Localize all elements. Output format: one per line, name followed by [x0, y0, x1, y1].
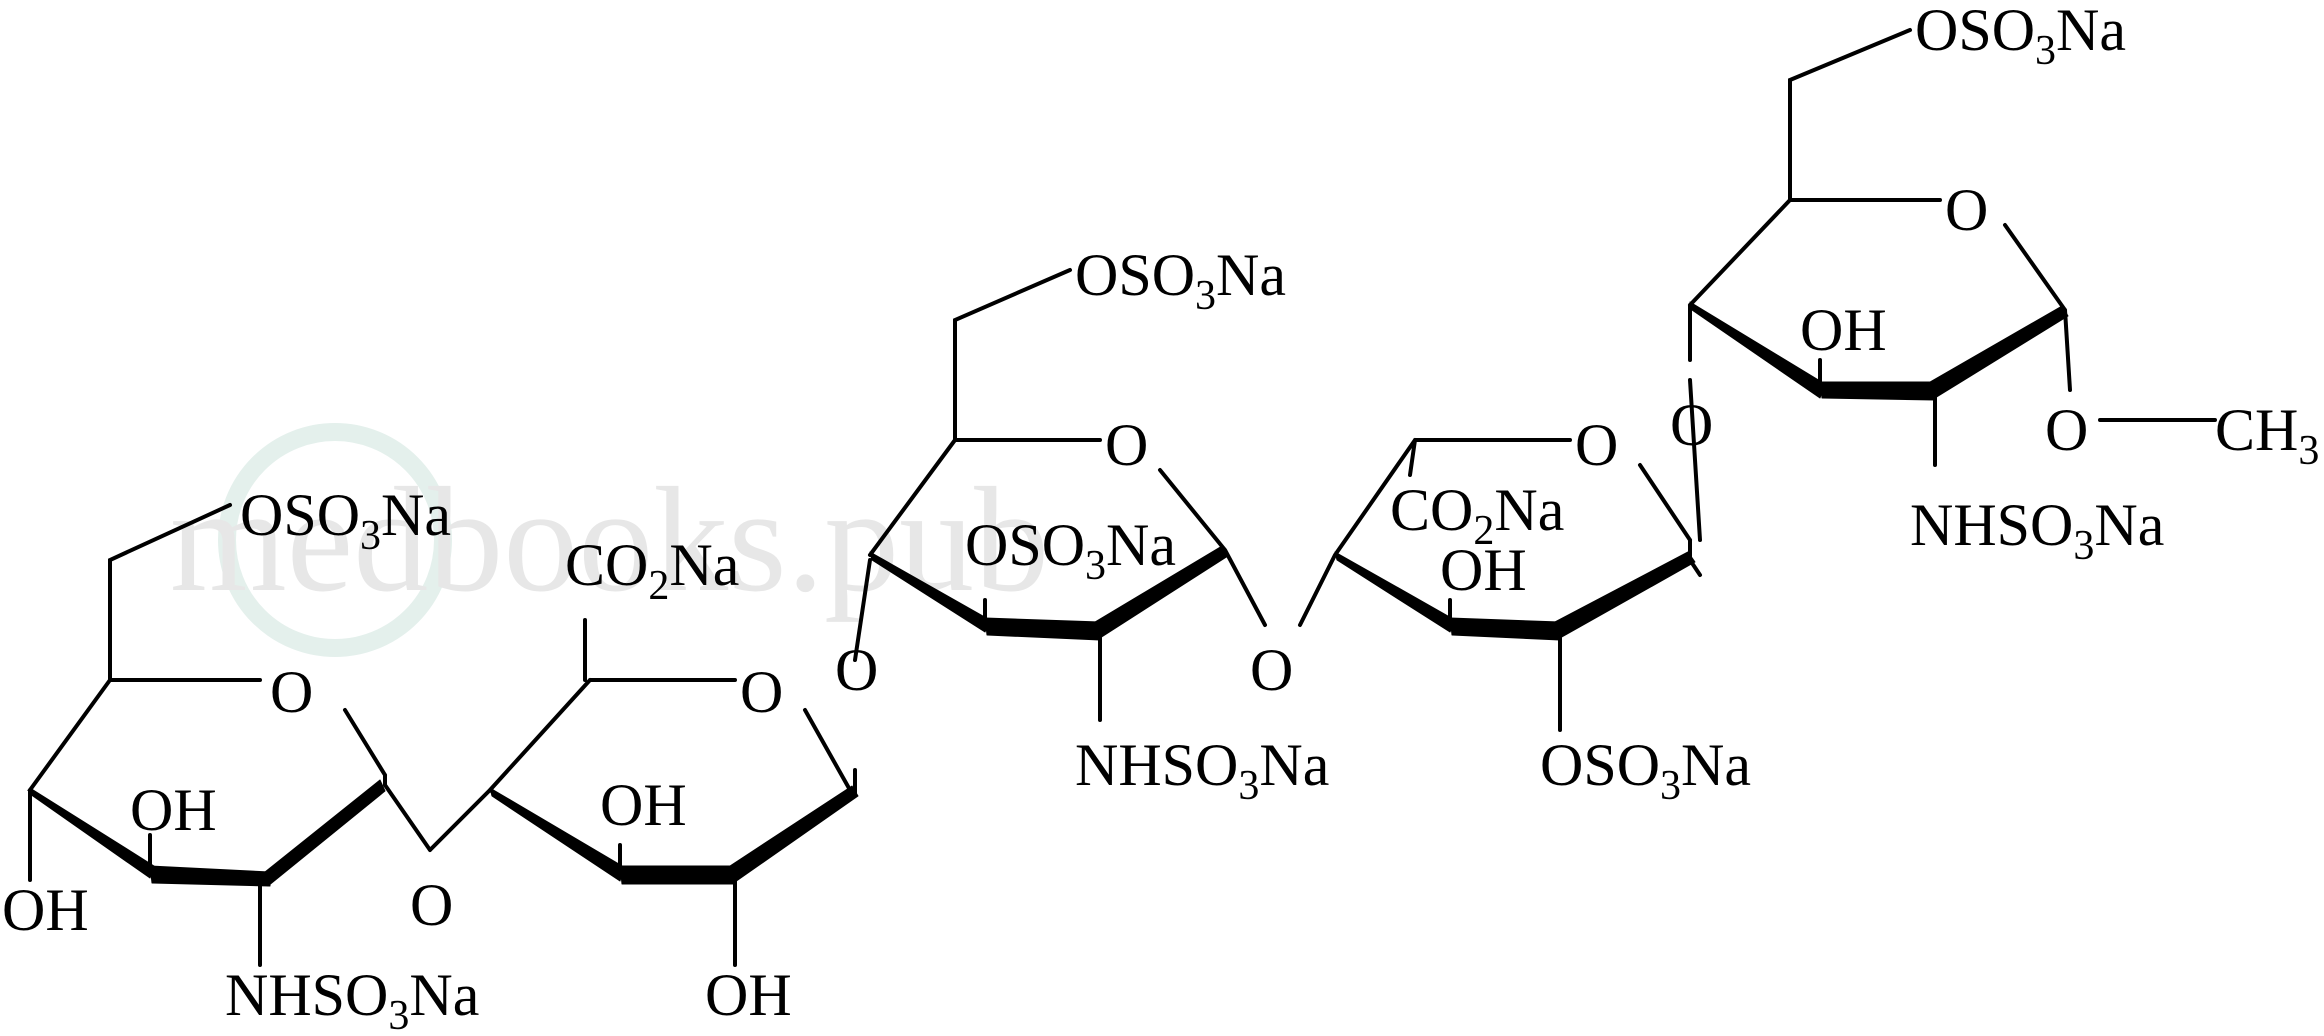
ring-5 — [1688, 28, 2217, 467]
ring-2-link-o — [853, 558, 872, 797]
ring-5-wedge-left — [1689, 301, 1826, 399]
r1-nhso3na: NHSO3Na — [225, 962, 479, 1036]
ring-2-wedge-left — [489, 787, 625, 882]
r1-ring-oxygen: O — [270, 659, 313, 725]
watermark-logo-icon — [218, 423, 452, 657]
r2-oh-c2: OH — [705, 962, 792, 1028]
r3-oso3na-c3: OSO3Na — [965, 512, 1176, 589]
ring-5-wedge-right — [1929, 305, 2069, 399]
r2-oh-c3: OH — [600, 772, 687, 838]
ring-2-wedge-bottom — [619, 865, 736, 885]
r4-co2na: CO2Na — [1390, 477, 1564, 554]
ring-4-wedge-right — [1554, 551, 1696, 639]
watermark-text: medbooks.pub — [170, 457, 1049, 623]
r3-oso3na-c6: OSO3Na — [1075, 242, 1286, 319]
r3-ring-oxygen: O — [1105, 412, 1148, 478]
ring-3-bonds — [868, 268, 1267, 722]
r4-oso3na-c2: OSO3Na — [1540, 732, 1751, 809]
ring-5-wedge-bottom — [1819, 381, 1936, 401]
r2-ring-oxygen: O — [740, 659, 783, 725]
ring-2 — [428, 558, 872, 967]
ring-1-wedge-right — [264, 779, 386, 887]
ring-2-wedge-right — [729, 785, 859, 883]
r1-oh-c4: OH — [2, 877, 89, 943]
glycosidic-oxygen-3: O — [1250, 637, 1293, 703]
r4-oh-c3: OH — [1440, 537, 1527, 603]
watermark: medbooks.pub — [170, 423, 1049, 657]
ring-4-wedge-left — [1334, 551, 1456, 633]
r5-methyl: CH3 — [2215, 397, 2319, 474]
glycosidic-oxygen-4: O — [1670, 392, 1713, 458]
ring-3-wedge-right — [1094, 545, 1229, 639]
r5-ring-oxygen: O — [1945, 177, 1988, 243]
ring-1-wedge-bottom — [149, 865, 271, 887]
r5-nhso3na: NHSO3Na — [1910, 492, 2164, 569]
glycosidic-oxygen-2: O — [835, 637, 878, 703]
r5-oh-c3: OH — [1800, 297, 1887, 363]
ring-3 — [868, 268, 1267, 722]
ring-1-wedge-left — [29, 787, 155, 879]
ring-1 — [27, 503, 432, 967]
ring-4-bonds — [1298, 438, 1702, 732]
r2-co2na: CO2Na — [565, 532, 739, 609]
r3-nhso3na: NHSO3Na — [1075, 732, 1329, 809]
ring-4-link-o — [1688, 378, 1702, 542]
ring-3-wedge-bottom — [984, 617, 1101, 641]
ring-4-wedge-bottom — [1449, 617, 1561, 641]
r1-oso3na: OSO3Na — [240, 482, 451, 559]
ring-3-wedge-left — [869, 551, 991, 633]
r5-oso3na-c6: OSO3Na — [1915, 0, 2126, 74]
glycosidic-oxygen-1: O — [410, 872, 453, 938]
r4-ring-oxygen: O — [1575, 412, 1618, 478]
ring-4 — [1298, 378, 1702, 732]
ring-5-bonds — [1688, 28, 2217, 467]
r1-oh-c3: OH — [130, 777, 217, 843]
r5-methoxy-oxygen: O — [2045, 397, 2088, 463]
